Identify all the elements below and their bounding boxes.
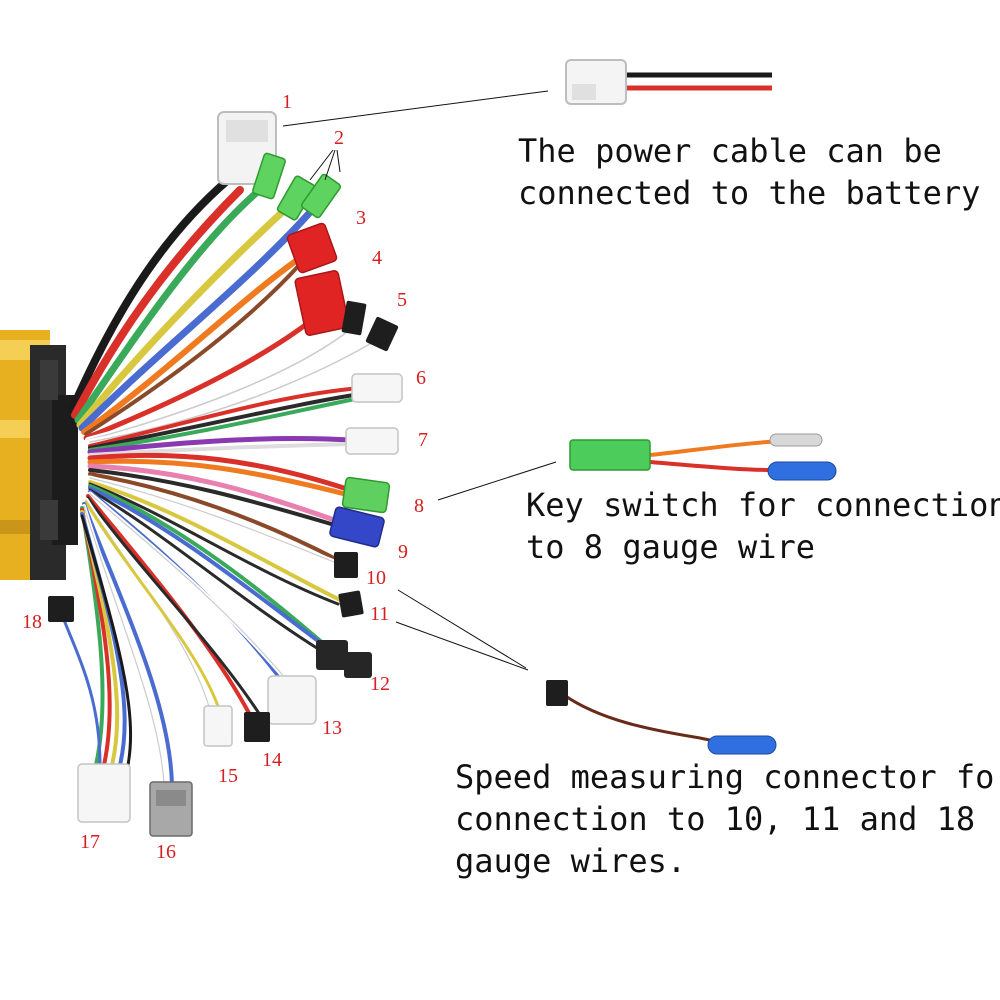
- label-18: 18: [22, 611, 42, 633]
- label-12: 12: [370, 673, 390, 695]
- speed-caption-line-2: connection to 10, 11 and 18: [455, 800, 976, 838]
- label-2: 2: [334, 127, 344, 149]
- connector-17: [77, 763, 131, 823]
- label-15: 15: [218, 765, 238, 787]
- connector-5: [341, 300, 399, 352]
- label-5: 5: [397, 289, 407, 311]
- power-caption-line-2: connected to the battery: [518, 174, 981, 212]
- label-6: 6: [416, 367, 426, 389]
- key-caption-line-2: to 8 gauge wire: [526, 528, 815, 566]
- connector-4: [294, 270, 350, 336]
- connector-16: [149, 781, 193, 837]
- label-17: 17: [80, 831, 100, 853]
- connector-6: [351, 373, 403, 403]
- key-switch-caption: Key switch for connection to 8 gauge wir…: [526, 484, 1000, 568]
- power-cable-caption: The power cable can be connected to the …: [518, 130, 980, 214]
- connector-15: [203, 705, 233, 747]
- speed-connector-caption: Speed measuring connector for connection…: [455, 756, 1000, 882]
- controller-box: [0, 330, 78, 580]
- connector-8: [341, 476, 391, 514]
- speed-caption-line-1: Speed measuring connector for: [455, 758, 1000, 796]
- label-3: 3: [356, 207, 366, 229]
- leader-lines: [282, 90, 557, 671]
- speed-connector-detail: [546, 680, 777, 755]
- key-caption-line-1: Key switch for connection: [526, 486, 1000, 524]
- connector-2: [252, 152, 342, 221]
- power-cable-detail: [565, 59, 772, 105]
- label-13: 13: [322, 717, 342, 739]
- connector-14: [244, 712, 270, 742]
- connector-18: [48, 596, 74, 622]
- label-14: 14: [262, 749, 282, 771]
- connector-7: [345, 427, 399, 455]
- connector-12: [316, 640, 372, 678]
- label-10: 10: [366, 567, 386, 589]
- connector-13: [267, 675, 317, 725]
- speed-caption-line-3: gauge wires.: [455, 842, 687, 880]
- connector-9: [329, 506, 385, 548]
- label-7: 7: [418, 429, 428, 451]
- number-labels: 1 2 3 4 5 6 7 8 9 10 11 12 13 14 15 16 1…: [22, 91, 428, 863]
- key-switch-detail: [569, 433, 837, 481]
- label-11: 11: [370, 603, 389, 625]
- label-16: 16: [156, 841, 176, 863]
- label-4: 4: [372, 247, 382, 269]
- wire-bundle: [62, 176, 383, 787]
- label-9: 9: [398, 541, 408, 563]
- connector-3: [286, 222, 338, 274]
- connector-11: [338, 590, 364, 618]
- label-1: 1: [282, 91, 292, 113]
- label-8: 8: [414, 495, 424, 517]
- connector-10: [334, 552, 358, 578]
- power-caption-line-1: The power cable can be: [518, 132, 942, 170]
